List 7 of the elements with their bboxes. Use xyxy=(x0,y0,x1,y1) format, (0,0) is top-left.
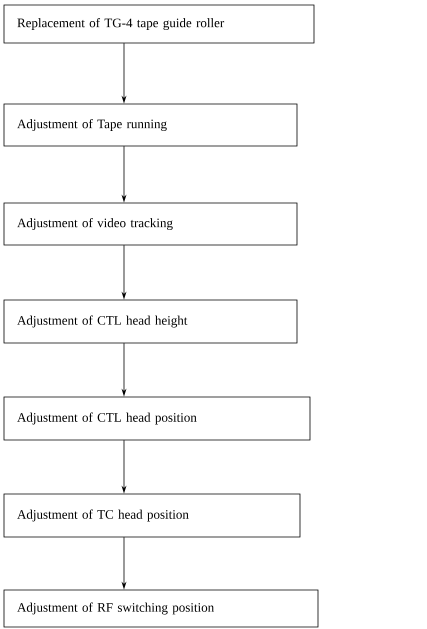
process-box: Adjustment of CTL head position xyxy=(4,396,310,440)
process-box: Adjustment of Tape running xyxy=(4,104,298,146)
process-box: Adjustment of CTL head height xyxy=(4,300,298,344)
process-box: Adjustment of video tracking xyxy=(4,202,298,246)
process-box: Replacement of TG-4 tape guide roller xyxy=(4,4,314,44)
process-box: Adjustment of RF switching position xyxy=(4,590,318,628)
process-box: Adjustment of TC head position xyxy=(4,494,300,538)
